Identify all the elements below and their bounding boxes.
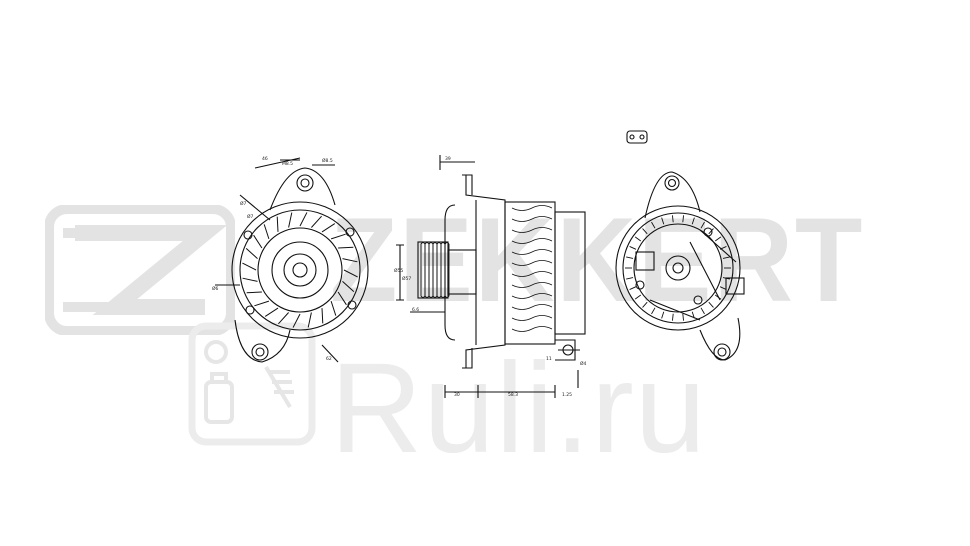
fan-blade [338, 246, 354, 249]
fan-blade [307, 312, 312, 328]
vent-slot [629, 246, 637, 250]
dimension-label: Ø7 [247, 213, 254, 220]
vent-slot [708, 228, 714, 235]
vent-slot [700, 221, 705, 229]
cooling-fin [511, 293, 553, 299]
cooling-fin [511, 315, 553, 321]
fan-blade [321, 223, 336, 233]
ruli-logo-icon [188, 322, 316, 446]
cooling-fin [511, 205, 553, 211]
fan-blade [292, 313, 301, 328]
vent-slot [626, 256, 634, 259]
vent-slot [682, 313, 684, 321]
fan-blade [330, 233, 346, 240]
cooling-fin [511, 271, 553, 277]
cooling-fin [511, 260, 553, 266]
vent-slot [651, 307, 656, 315]
dimension-label: M8.5 [282, 161, 293, 167]
dimension-label: Ø57 [402, 275, 411, 282]
dimension-label: Ø8.5 [322, 157, 333, 164]
dimension-label: 39 [445, 156, 451, 162]
vent-slot [714, 236, 722, 242]
fan-blade [264, 307, 279, 317]
dimension-label: 6.6 [412, 307, 419, 313]
vent-slot [691, 217, 695, 225]
vent-slot [700, 307, 705, 315]
pulley-groove [428, 241, 434, 299]
vent-slot [634, 294, 642, 300]
pulley-groove [432, 241, 438, 299]
vent-slot [661, 311, 665, 319]
dimension-label: 11 [546, 356, 552, 362]
cooling-fin [511, 326, 553, 332]
cooling-fin [511, 238, 553, 244]
vent-slot [626, 277, 634, 280]
pulley-groove [440, 241, 446, 299]
vent-slot [642, 228, 648, 235]
vent-slot [722, 256, 730, 259]
fan-blade [242, 262, 257, 271]
vent-slot [719, 286, 727, 290]
vent-slot [672, 313, 674, 321]
dimension-label: 62 [326, 356, 332, 362]
side-view [396, 155, 586, 398]
fan-blade [330, 300, 337, 316]
fan-blade [288, 212, 293, 228]
watermark-site: Ruli.ru [330, 337, 707, 480]
vent-slot [672, 215, 674, 223]
dimension-label: 58.3 [508, 392, 518, 398]
fan-blade [343, 269, 358, 278]
dimension-label: 30 [454, 392, 460, 398]
fan-blade [278, 312, 289, 325]
fan-blade [242, 277, 258, 282]
cooling-fin [511, 216, 553, 222]
pulley-groove [424, 241, 430, 299]
fan-blade [342, 281, 355, 292]
fan-blade [254, 300, 270, 307]
fan-blade [263, 224, 270, 240]
fan-blade [321, 308, 324, 324]
fan-blade [337, 291, 347, 306]
front-view [215, 157, 369, 363]
cooling-fin [511, 227, 553, 233]
dimension-label: Ø55 [394, 267, 403, 274]
rear-view [615, 130, 745, 361]
dimension-label: Ø7 [240, 200, 247, 207]
fan-blade [342, 258, 358, 263]
cooling-fin [511, 282, 553, 288]
vent-slot [661, 217, 665, 225]
dimension-label: 46 [262, 156, 268, 162]
fan-blade [276, 216, 279, 232]
pulley-groove [436, 241, 442, 299]
dimension-label: 1.25 [562, 392, 572, 398]
watermark-brand: ZEKKERT [330, 193, 865, 327]
cooling-fin [511, 249, 553, 255]
vent-slot [634, 236, 642, 242]
dimension-label: Ø6 [212, 285, 219, 292]
fan-blade [245, 248, 258, 259]
fan-blade [253, 234, 263, 249]
fan-blade [299, 212, 308, 227]
zekkert-logo-mark [45, 205, 235, 335]
vent-slot [651, 221, 656, 229]
fan-blade [246, 291, 262, 294]
dimension-label: Ø4 [580, 360, 587, 367]
vent-slot [708, 301, 714, 308]
cooling-fin [511, 304, 553, 310]
fan-blade [311, 215, 322, 228]
vent-slot [682, 215, 684, 223]
pulley-groove [420, 241, 426, 299]
vent-slot [642, 301, 648, 308]
vent-slot [629, 286, 637, 290]
